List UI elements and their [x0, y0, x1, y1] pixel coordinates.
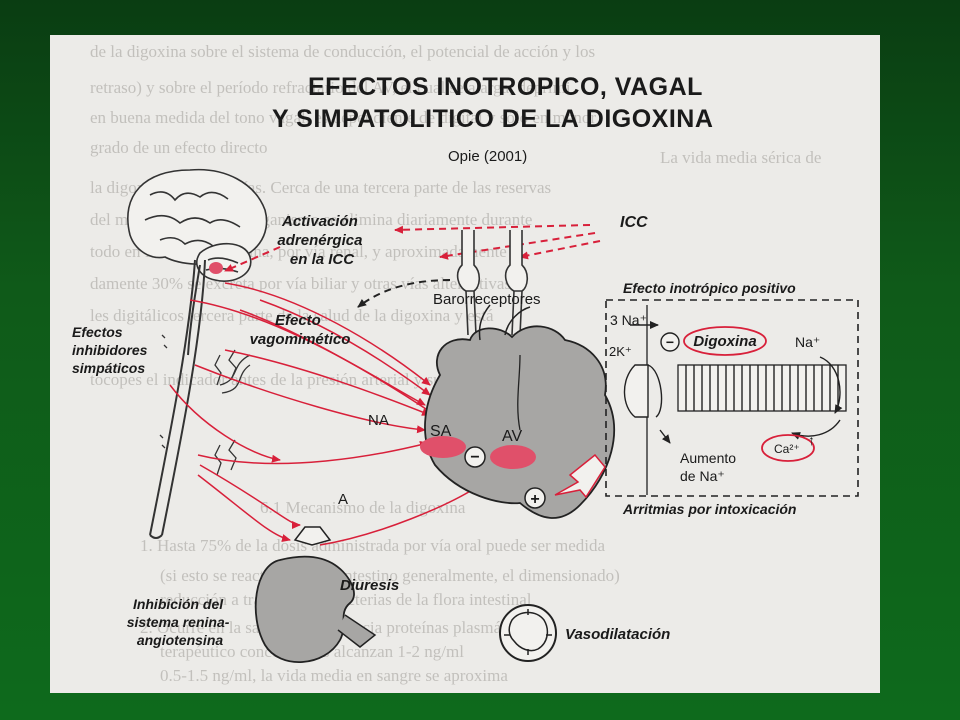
sa-node — [420, 436, 466, 458]
exchanger-arrows — [630, 321, 843, 444]
svg-text:grado de un efecto directo: grado de un efecto directo — [90, 138, 267, 157]
inotropic-pointer-arrow — [554, 453, 606, 499]
icc-label: ICC — [620, 214, 648, 231]
sympathetic-arrows — [169, 282, 481, 546]
svg-text:0.5-1.5 ng/ml, la vida media e: 0.5-1.5 ng/ml, la vida media en sangre s… — [160, 666, 508, 685]
svg-text:retraso) y sobre el período re: retraso) y sobre el período refractario … — [90, 78, 571, 97]
sa-label: SA — [430, 423, 452, 440]
spinal-cord — [149, 259, 206, 539]
sodium-pump — [623, 364, 649, 418]
minus-sign — [464, 446, 486, 468]
textbook-page: de la digoxina sobre el sistema de condu… — [50, 35, 880, 693]
calcium-label: Ca²⁺ — [774, 442, 800, 456]
digoxin-effects-diagram: de la digoxina sobre el sistema de condu… — [72, 42, 859, 685]
source-citation: Opie (2001) — [448, 148, 527, 165]
inotropic-box-title: Efecto inotrópico positivo — [623, 280, 796, 296]
baroreceptors-label: Barorreceptores — [433, 291, 541, 308]
vasodilation-label: Vasodilatación — [565, 626, 670, 643]
increase-na-label: Aumento de Na⁺ — [680, 450, 740, 484]
two-k-label: 2K⁺ — [609, 344, 632, 359]
heart-illustration — [424, 304, 615, 519]
digoxina-label: Digoxina — [693, 333, 756, 350]
svg-text:de la digoxina sobre el sistem: de la digoxina sobre el sistema de condu… — [90, 42, 595, 61]
title-line-1: EFECTOS INOTROPICO, VAGAL — [308, 73, 703, 101]
brainstem-spot — [209, 262, 223, 274]
calcium-ellipse — [761, 434, 815, 462]
adrenergic-activation-label: Activación adrenérgica en la ICC — [277, 213, 366, 268]
plus-sign-label: + — [530, 491, 539, 508]
svg-text:en buena medida del tono vaga: en buena medida del tono vagal, es depen… — [90, 108, 596, 127]
av-node — [490, 445, 536, 469]
arrhythmia-label: Arritmias por intoxicación — [622, 501, 796, 517]
sodium-calcium-exchanger — [677, 364, 847, 412]
svg-text:−: − — [666, 334, 674, 350]
baroreceptor-dashed-arrow — [357, 279, 451, 308]
renin-angiotensin-label: Inhibición del sistema renina- angiotens… — [127, 596, 234, 648]
vessel-cross-section — [499, 604, 557, 662]
carotid-baroreceptors — [456, 230, 529, 336]
three-na-label: 3 Na⁺ — [610, 312, 647, 328]
sympathetic-ganglia — [159, 334, 251, 476]
inotropic-effect-box: Efecto inotrópico positivo 3 Na⁺ 2K⁺ − D… — [605, 280, 859, 517]
minus-sign-label: − — [470, 449, 479, 466]
sympathetic-inhibitor-label: Efectos inhibidores simpáticos — [72, 324, 151, 376]
vagomimetic-label: Efecto vagomimético — [250, 312, 351, 348]
title-line-2: Y SIMPATOLITICO DE LA DIGOXINA — [272, 105, 713, 133]
na-plus-label: Na⁺ — [795, 334, 820, 350]
av-label: AV — [502, 428, 522, 445]
na-label: NA — [368, 412, 389, 429]
plus-sign — [524, 487, 546, 509]
calcium-up-arrow: ↑ — [808, 432, 815, 448]
diuresis-label: Diuresis — [340, 577, 399, 594]
svg-text:6.1 Mecanismo de la digoxina: 6.1 Mecanismo de la digoxina — [260, 498, 466, 517]
kidney-illustration — [254, 526, 377, 664]
a-label: A — [338, 491, 348, 508]
svg-text:1. Hasta 75% de la dosis admin: 1. Hasta 75% de la dosis administrada po… — [140, 536, 605, 555]
digoxina-ellipse — [683, 326, 767, 356]
svg-text:La vida media sérica de: La vida media sérica de — [660, 148, 821, 167]
brain-illustration — [127, 168, 268, 356]
